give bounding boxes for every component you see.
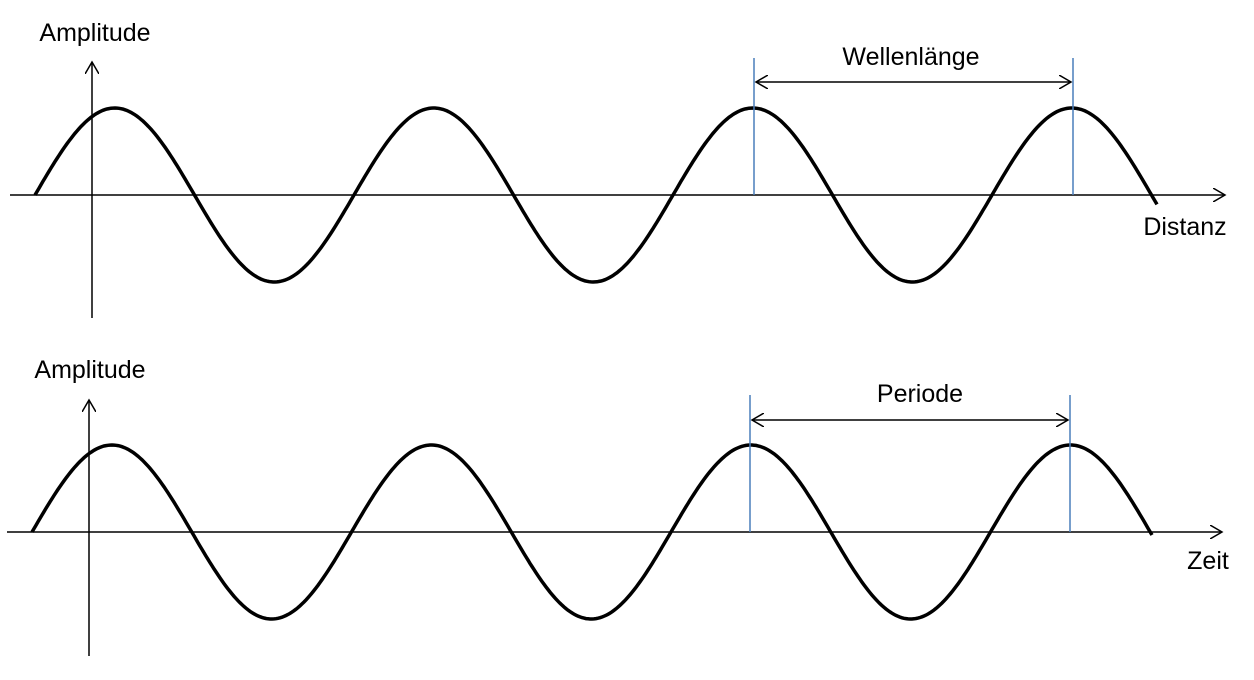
sine-wave: [30, 443, 1154, 621]
period-panel: Periode Amplitude Zeit: [7, 356, 1229, 656]
period-label: Periode: [877, 380, 963, 408]
sine-wave: [33, 106, 1159, 284]
x-axis-label: Distanz: [1143, 213, 1226, 241]
wavelength-panel: Wellenlänge Amplitude Distanz: [10, 19, 1227, 318]
x-axis-label: Zeit: [1187, 547, 1229, 575]
wavelength-label: Wellenlänge: [842, 43, 979, 71]
y-axis-label: Amplitude: [34, 356, 145, 384]
y-axis-label: Amplitude: [39, 19, 150, 47]
